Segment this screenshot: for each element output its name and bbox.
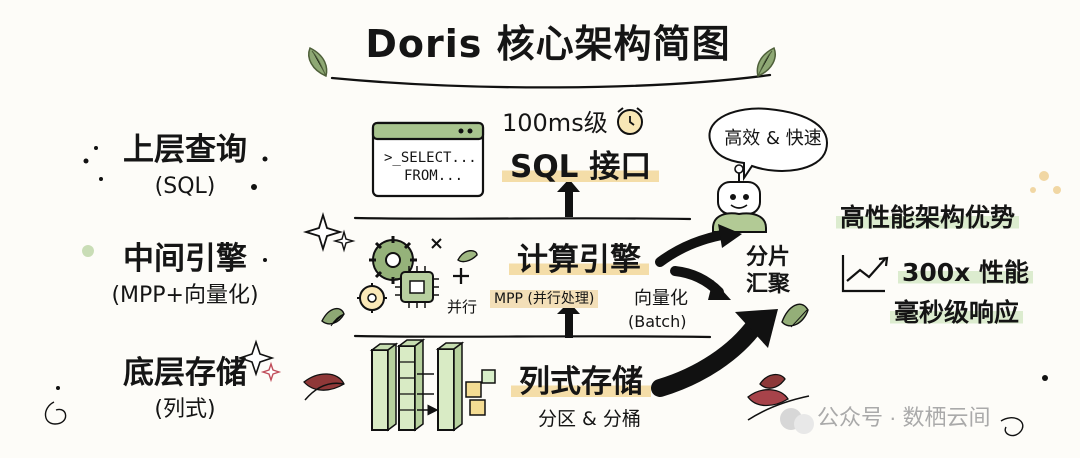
watermark-text: 公众号 · 数栖云间 xyxy=(817,405,991,430)
shard-label-line-1: 分片 xyxy=(745,245,790,270)
divider-line xyxy=(353,216,692,221)
columnar-storage-label: 列式存储 xyxy=(511,365,651,400)
latency-response-label: 毫秒级响应 xyxy=(890,300,1024,325)
partition-label: 分区 & 分桶 xyxy=(538,408,641,430)
leaf-icon xyxy=(756,46,776,78)
leaf-icon xyxy=(308,46,328,78)
speech-text: 高效 & 快速 xyxy=(724,128,822,149)
leaf-icon xyxy=(321,307,345,327)
divider-line xyxy=(353,334,712,339)
flow-arrow xyxy=(651,315,765,397)
column-bars-icon xyxy=(369,338,465,432)
robot-icon xyxy=(712,164,767,233)
flow-arrow xyxy=(655,229,732,267)
decor-dot xyxy=(56,386,60,390)
terminal-line-2: FROM... xyxy=(404,167,464,184)
leaf-icon xyxy=(747,373,810,421)
sparkle-icon xyxy=(302,211,356,253)
decor-dot xyxy=(99,177,103,181)
upward-arrow xyxy=(557,302,580,338)
chip-icon xyxy=(395,266,439,308)
decor-dot xyxy=(263,258,267,262)
flow-arrow-head xyxy=(718,224,742,248)
shard-label-line-2: 汇聚 xyxy=(745,272,790,297)
vectorization-label: 向量化 xyxy=(634,288,688,309)
layer-top-sub: (SQL) xyxy=(154,174,216,199)
batch-label: (Batch) xyxy=(628,312,687,331)
sql-interface-label: SQL 接口 xyxy=(502,150,660,185)
parallel-label: 并行 xyxy=(447,298,478,316)
decor-dot xyxy=(82,245,94,257)
leaf-icon xyxy=(781,303,809,328)
layer-bottom-label: 底层存储 xyxy=(123,355,247,391)
decor-dot xyxy=(1053,186,1061,194)
decor-swirl xyxy=(1000,417,1024,437)
sparkle-icon xyxy=(237,339,282,383)
layer-top-label: 上层查询 xyxy=(123,132,247,168)
decor-dot xyxy=(1030,187,1036,193)
decor-dot xyxy=(1042,375,1048,381)
leaf-icon xyxy=(457,250,478,263)
performance-label: 300x 性能 xyxy=(898,260,1034,285)
decor-swirl xyxy=(44,401,67,425)
gear-icon xyxy=(357,283,387,313)
flow-arrow-head xyxy=(708,280,731,300)
trend-chart-icon xyxy=(841,255,889,293)
leaf-icon xyxy=(303,373,345,401)
decor-dot xyxy=(83,158,89,164)
title-underline xyxy=(330,73,772,89)
plus-icon xyxy=(453,268,469,284)
advantage-title: 高性能架构优势 xyxy=(836,205,1020,230)
decor-dot xyxy=(94,146,98,150)
upward-arrow xyxy=(557,179,580,217)
cube-icon xyxy=(465,369,496,416)
terminal-text: >_SELECT... FROM... xyxy=(384,150,477,185)
page-title: Doris 核心架构简图 xyxy=(365,22,731,66)
terminal-icon xyxy=(371,121,485,198)
wechat-icon xyxy=(780,408,814,434)
mpp-tag: MPP (并行处理) xyxy=(490,290,599,308)
layer-middle-sub: (MPP+向量化) xyxy=(111,283,259,308)
speech-bubble xyxy=(708,107,828,182)
layer-middle-label: 中间引擎 xyxy=(123,241,247,277)
flow-arrow-head xyxy=(735,309,778,348)
terminal-line-1: >_SELECT... xyxy=(384,150,477,166)
compute-engine-label: 计算引擎 xyxy=(509,243,649,278)
latency-label: 100ms级 xyxy=(502,109,608,137)
decor-dot xyxy=(251,184,257,190)
alarm-clock-icon xyxy=(617,107,643,135)
close-mark-icon xyxy=(431,238,442,249)
layer-bottom-sub: (列式) xyxy=(154,397,216,422)
decor-dot xyxy=(1039,171,1049,181)
decor-dot xyxy=(262,156,268,162)
